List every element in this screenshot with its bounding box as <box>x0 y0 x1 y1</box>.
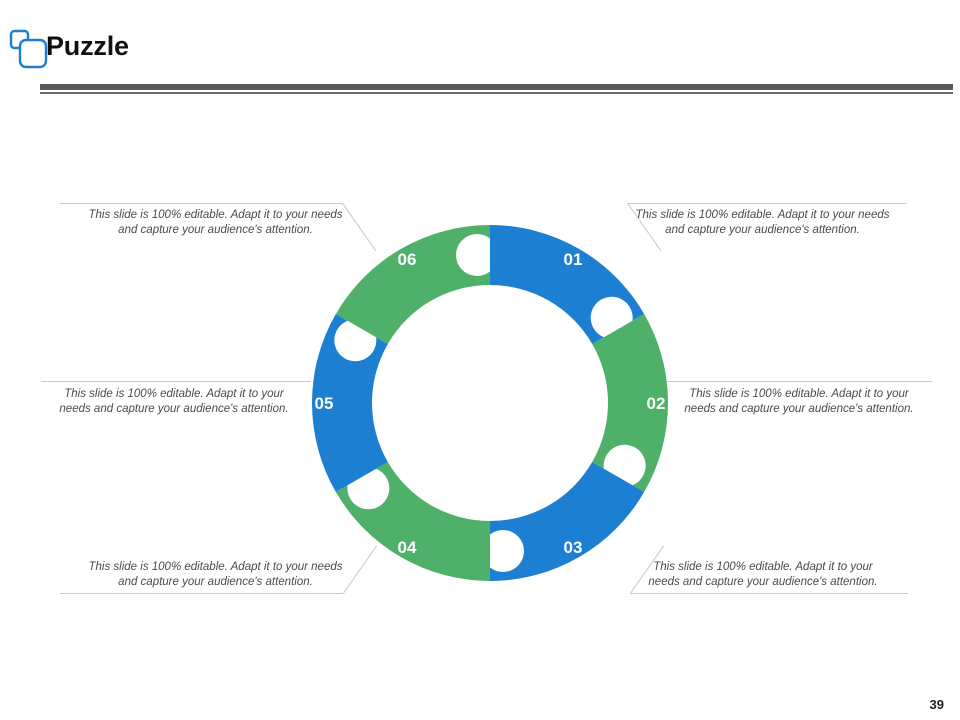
puzzle-segment-02[interactable] <box>592 314 668 492</box>
puzzle-segment-label-03: 03 <box>564 538 583 557</box>
puzzle-segment-label-02: 02 <box>647 394 666 413</box>
puzzle-ring-chart[interactable]: 01 02 03 04 05 06 <box>305 218 675 588</box>
callout-rule-05 <box>41 381 311 382</box>
callout-text-05: This slide is 100% editable. Adapt it to… <box>48 387 300 417</box>
puzzle-segment-04[interactable] <box>335 462 490 581</box>
callout-rule-02 <box>666 381 932 382</box>
callout-label-01: This slide is 100% editable. Adapt it to… <box>635 209 890 236</box>
page-number: 39 <box>929 697 944 712</box>
callout-text-06: This slide is 100% editable. Adapt it to… <box>88 208 343 238</box>
callout-rule-04 <box>60 593 343 594</box>
callout-rule-01 <box>628 203 906 204</box>
puzzle-diagram: 01 02 03 04 05 06 This slide is 100% editable… <box>0 100 960 670</box>
header-rule-thin <box>40 92 953 94</box>
callout-label-05: This slide is 100% editable. Adapt it to… <box>59 388 289 415</box>
puzzle-segment-03[interactable] <box>490 462 645 581</box>
puzzle-segment-label-05: 05 <box>315 394 334 413</box>
callout-text-03: This slide is 100% editable. Adapt it to… <box>637 560 889 590</box>
callout-text-02: This slide is 100% editable. Adapt it to… <box>673 387 925 417</box>
callout-label-03: This slide is 100% editable. Adapt it to… <box>648 561 878 588</box>
puzzle-segment-01[interactable] <box>490 225 645 344</box>
callout-label-04: This slide is 100% editable. Adapt it to… <box>88 561 343 588</box>
callout-label-02: This slide is 100% editable. Adapt it to… <box>684 388 914 415</box>
puzzle-segment-06[interactable] <box>335 225 490 344</box>
puzzle-segment-05[interactable] <box>312 314 388 492</box>
puzzle-segment-label-04: 04 <box>398 538 417 557</box>
callout-text-04: This slide is 100% editable. Adapt it to… <box>88 560 343 590</box>
header-rule-thick <box>40 84 953 90</box>
callout-rule-03 <box>630 593 908 594</box>
callout-rule-06 <box>60 203 343 204</box>
page-title: Puzzle <box>46 31 129 61</box>
callout-text-01: This slide is 100% editable. Adapt it to… <box>635 208 890 238</box>
puzzle-segment-label-01: 01 <box>564 250 583 269</box>
puzzle-segment-label-06: 06 <box>398 250 417 269</box>
slide-header: Puzzle <box>0 0 960 100</box>
overlapping-rounded-squares-icon <box>8 28 50 72</box>
callout-label-06: This slide is 100% editable. Adapt it to… <box>88 209 343 236</box>
